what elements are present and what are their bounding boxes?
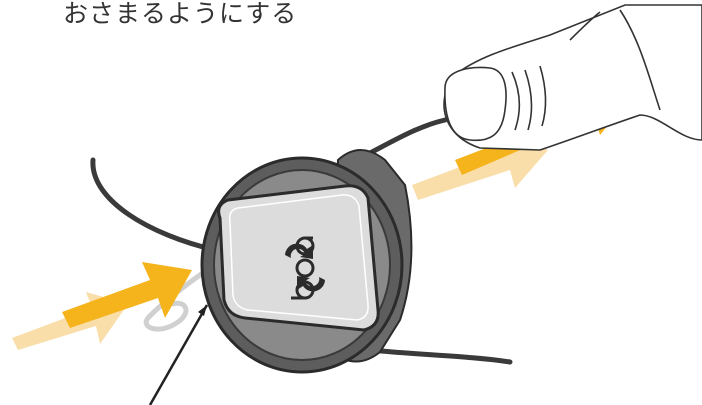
- pointer-arrowhead: [198, 305, 207, 316]
- lace-cable-left: [93, 160, 215, 250]
- lace-cable-bottom: [370, 350, 510, 362]
- thumb-hand-icon: [444, 5, 702, 150]
- pull-arrow-left: [62, 262, 192, 328]
